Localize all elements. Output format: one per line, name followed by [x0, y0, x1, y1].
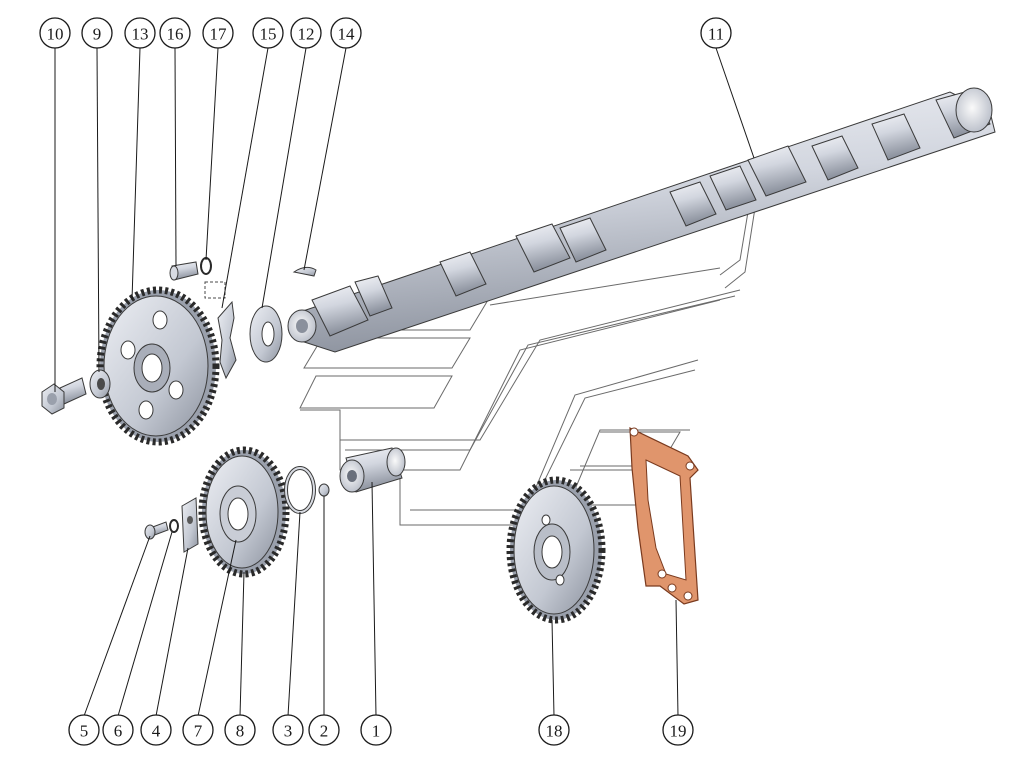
svg-text:4: 4 — [152, 722, 161, 741]
gasket — [629, 427, 699, 605]
idler-shaft — [339, 447, 406, 493]
camshaft — [287, 87, 996, 353]
callout-15: 15 — [252, 17, 284, 49]
svg-text:17: 17 — [210, 25, 228, 44]
svg-text:2: 2 — [320, 722, 329, 741]
callout-5: 5 — [68, 714, 100, 746]
woodruff-key — [292, 266, 317, 277]
svg-text:14: 14 — [338, 25, 356, 44]
callout-4: 4 — [140, 714, 172, 746]
svg-text:19: 19 — [670, 722, 687, 741]
callout-14: 14 — [330, 17, 362, 49]
washer — [89, 369, 111, 399]
callout-13: 13 — [124, 17, 156, 49]
screw — [144, 521, 169, 540]
plug — [318, 483, 330, 497]
camshaft-gear — [96, 286, 220, 446]
thrust-ring — [284, 466, 316, 514]
callout-10: 10 — [39, 17, 71, 49]
leader-lines — [54, 47, 755, 717]
callout-1: 1 — [360, 714, 392, 746]
svg-text:11: 11 — [708, 25, 724, 44]
svg-text:12: 12 — [298, 25, 315, 44]
assembly-guide-lines — [299, 199, 756, 526]
callout-3: 3 — [272, 714, 304, 746]
svg-text:9: 9 — [93, 25, 102, 44]
lock-plate — [181, 497, 199, 553]
callout-7: 7 — [182, 714, 214, 746]
callout-9: 9 — [81, 17, 113, 49]
callout-19: 19 — [662, 714, 694, 746]
svg-text:3: 3 — [284, 722, 293, 741]
svg-text:18: 18 — [546, 722, 563, 741]
svg-text:1: 1 — [372, 722, 381, 741]
svg-text:7: 7 — [194, 722, 203, 741]
svg-text:13: 13 — [132, 25, 149, 44]
callout-16: 16 — [159, 17, 191, 49]
idler-gear — [198, 446, 290, 578]
svg-text:10: 10 — [47, 25, 64, 44]
pin — [169, 261, 199, 281]
svg-text:15: 15 — [260, 25, 277, 44]
thrust-washer — [249, 305, 283, 363]
svg-text:8: 8 — [236, 722, 245, 741]
callout-17: 17 — [202, 17, 234, 49]
svg-text:16: 16 — [167, 25, 184, 44]
retaining-plate — [204, 281, 237, 380]
callout-8: 8 — [224, 714, 256, 746]
svg-text:5: 5 — [80, 722, 89, 741]
flange-bolt — [41, 377, 87, 415]
spring-washer — [200, 257, 212, 275]
callout-6: 6 — [102, 714, 134, 746]
callout-18: 18 — [538, 714, 570, 746]
lock-washer — [169, 519, 179, 533]
callout-11: 11 — [700, 17, 732, 49]
callout-bubbles: 10 9 13 16 17 15 12 14 — [39, 17, 732, 746]
crankshaft-gear — [506, 476, 606, 624]
svg-text:6: 6 — [114, 722, 123, 741]
callout-12: 12 — [290, 17, 322, 49]
callout-2: 2 — [308, 714, 340, 746]
